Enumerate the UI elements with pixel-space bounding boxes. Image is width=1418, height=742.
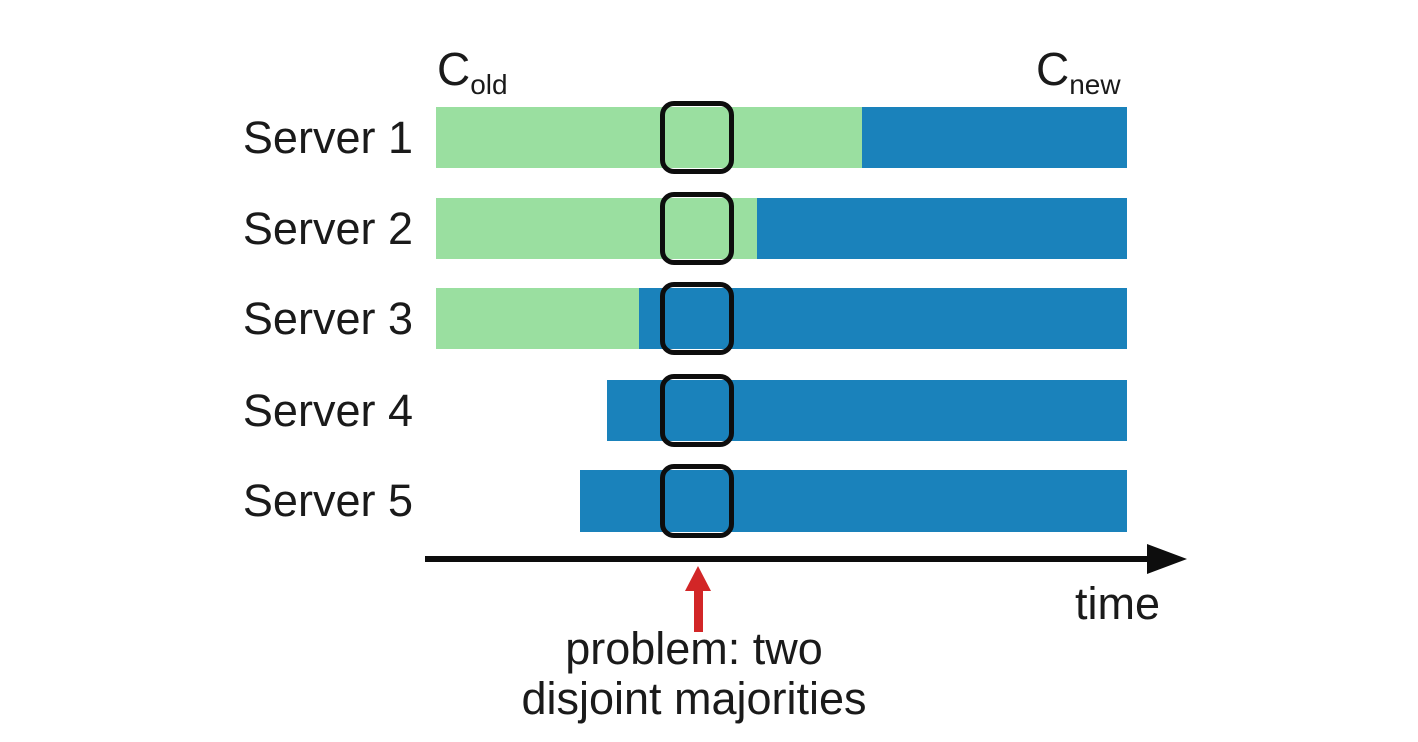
server-label: Server 5 [242, 475, 413, 526]
c-old-label: Cold [437, 43, 508, 99]
time-axis-arrowhead-icon [1147, 544, 1187, 574]
server-label: Server 3 [242, 293, 413, 344]
time-axis-label: time [1074, 578, 1160, 629]
c-old-segment [436, 198, 757, 259]
server-label: Server 2 [242, 203, 413, 254]
c-new-segment [862, 107, 1127, 168]
c-new-segment [580, 470, 1127, 532]
config-entry-highlight-box [660, 192, 734, 265]
problem-annotation-line2: disjoint majorities [521, 673, 867, 724]
server-label: Server 1 [242, 112, 413, 163]
problem-arrow-shaft [694, 588, 703, 632]
c-new-segment [639, 288, 1127, 349]
c-new-base: C [1036, 43, 1070, 95]
c-old-subscript: old [470, 69, 508, 100]
c-new-subscript: new [1069, 69, 1121, 100]
c-new-segment [607, 380, 1127, 441]
server-label: Server 4 [242, 385, 413, 436]
config-entry-highlight-box [660, 101, 734, 174]
problem-annotation-line1: problem: two [565, 623, 823, 674]
config-entry-highlight-box [660, 282, 734, 355]
c-old-segment [436, 107, 862, 168]
problem-annotation: problem: two disjoint majorities [444, 624, 944, 724]
c-new-label: Cnew [1036, 43, 1121, 99]
c-old-base: C [437, 43, 471, 95]
config-entry-highlight-box [660, 374, 734, 447]
c-old-segment [436, 288, 639, 349]
problem-arrow-head-icon [685, 566, 711, 591]
config-entry-highlight-box [660, 464, 734, 538]
c-new-segment [757, 198, 1127, 259]
time-axis-line [425, 556, 1150, 562]
